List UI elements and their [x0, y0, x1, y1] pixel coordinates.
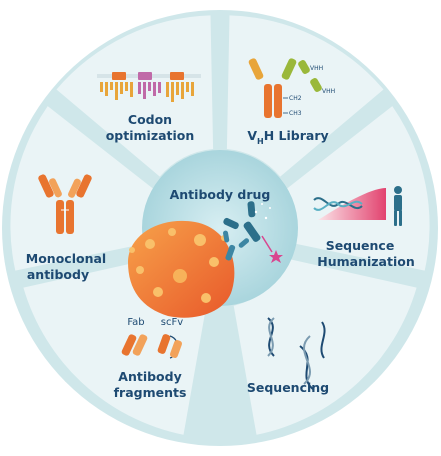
monoclonal-antibody-icon [38, 174, 92, 234]
sequencing-label: Sequencing [247, 380, 329, 395]
human-figure-icon [394, 186, 402, 226]
fragments-label-line1: Antibody [118, 369, 181, 384]
humanization-segment: Sequence Humanization [313, 186, 415, 269]
codon-label-line1: Codon [128, 112, 172, 127]
center-title: Antibody drug [170, 187, 271, 202]
monoclonal-segment: Monoclonal antibody [26, 174, 106, 282]
center-antibodies-icon [223, 201, 283, 263]
scfv-icon [157, 334, 182, 359]
codon-label-line2: optimization [106, 128, 195, 143]
humanization-label-line1: Sequence [326, 238, 395, 253]
codon-chart-icon [97, 72, 201, 102]
codon-optimization-segment: Codon optimization [97, 72, 201, 143]
segment-sequencing [233, 258, 417, 435]
ch3-label: CH3 [289, 110, 302, 117]
monoclonal-label-line2: antibody [27, 267, 89, 282]
dna-helix-icon [267, 317, 326, 391]
humanization-label-line2: Humanization [317, 254, 414, 269]
fab-icon [121, 334, 148, 356]
fab-label: Fab [127, 317, 144, 328]
humanization-graphic-icon [313, 188, 386, 220]
ch2-label: CH2 [289, 95, 302, 102]
scfv-label: scFv [161, 317, 183, 328]
vhh-library-segment: CH2 CH3 VHH VHH VHH Library [247, 58, 335, 146]
fragments-label-line2: fragments [114, 385, 187, 400]
fragments-segment: Fab scFv Antibody fragments [114, 317, 187, 400]
vhh-label-b: VHH [322, 88, 335, 95]
sequencing-segment: Sequencing [247, 317, 329, 395]
vhh-label-a: VHH [310, 65, 323, 72]
monoclonal-label-line1: Monoclonal [26, 251, 106, 266]
vhh-library-label: VHH Library [247, 128, 328, 146]
segment-codon [56, 15, 214, 177]
cell-illustration [128, 220, 235, 318]
segment-vhh [226, 15, 384, 177]
segment-humanization [287, 106, 430, 271]
heavy-chain-antibody-icon [248, 58, 322, 118]
drug-star-icon [269, 250, 283, 263]
